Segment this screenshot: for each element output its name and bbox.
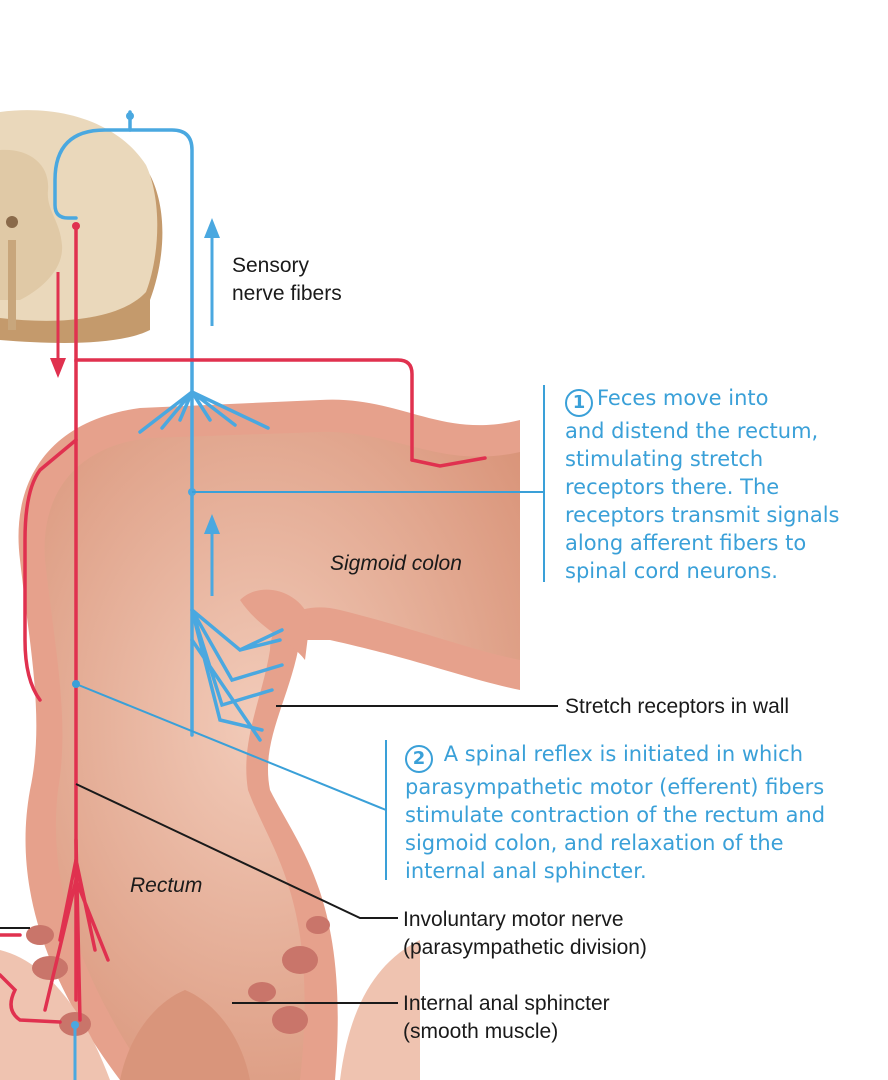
step-2-line: internal anal sphincter. bbox=[405, 859, 647, 883]
sensory-nerve-tip bbox=[126, 112, 134, 120]
step-2-line: parasympathetic motor (efferent) fibers bbox=[405, 775, 825, 799]
step-2-line: stimulate contraction of the rectum and bbox=[405, 803, 826, 827]
rectum-label: Rectum bbox=[130, 874, 203, 897]
step-2-line: sigmoid colon, and relaxation of the bbox=[405, 831, 784, 855]
step-2-callout: 2 A spinal reflex is initiated in which … bbox=[405, 740, 825, 885]
step-1-line: spinal cord neurons. bbox=[565, 559, 778, 583]
sensory-nerve bbox=[53, 110, 284, 742]
sigmoid-colon-label: Sigmoid colon bbox=[330, 552, 462, 575]
up-arrow-icon bbox=[204, 218, 220, 326]
colon-rectum bbox=[0, 399, 520, 1080]
step-1-line: receptors transmit signals bbox=[565, 503, 840, 527]
sensory-fibers-label-line1: Sensory bbox=[232, 254, 310, 277]
sphincter-label-line1: Internal anal sphincter bbox=[403, 992, 610, 1015]
stretch-receptors-label: Stretch receptors in wall bbox=[565, 695, 790, 718]
motor-origin-dot bbox=[72, 222, 80, 230]
step-2-line: A spinal reflex is initiated in which bbox=[443, 742, 804, 766]
step2-leader bbox=[75, 683, 387, 811]
step-2-number: 2 bbox=[405, 745, 433, 773]
step-1-line: stimulating stretch bbox=[565, 447, 764, 471]
step-1-line: and distend the rectum, bbox=[565, 419, 819, 443]
up-arrow-icon bbox=[204, 514, 220, 596]
spinal-cord-section bbox=[0, 110, 163, 343]
step-1-line: along afferent fibers to bbox=[565, 531, 807, 555]
step-1-line: receptors there. The bbox=[565, 475, 780, 499]
motor-nerve-leader bbox=[75, 783, 398, 919]
step-1-number: 1 bbox=[565, 389, 593, 417]
step-1-line: Feces move into bbox=[597, 386, 769, 410]
down-arrow-icon bbox=[50, 272, 66, 378]
motor-nerve-label-line1: Involuntary motor nerve bbox=[403, 908, 624, 931]
step2-leader-dot bbox=[72, 680, 80, 688]
sensory-fibers-label-line2: nerve fibers bbox=[232, 282, 342, 305]
sphincter-label-line2: (smooth muscle) bbox=[403, 1020, 559, 1043]
motor-nerve-label-line2: (parasympathetic division) bbox=[403, 936, 647, 959]
